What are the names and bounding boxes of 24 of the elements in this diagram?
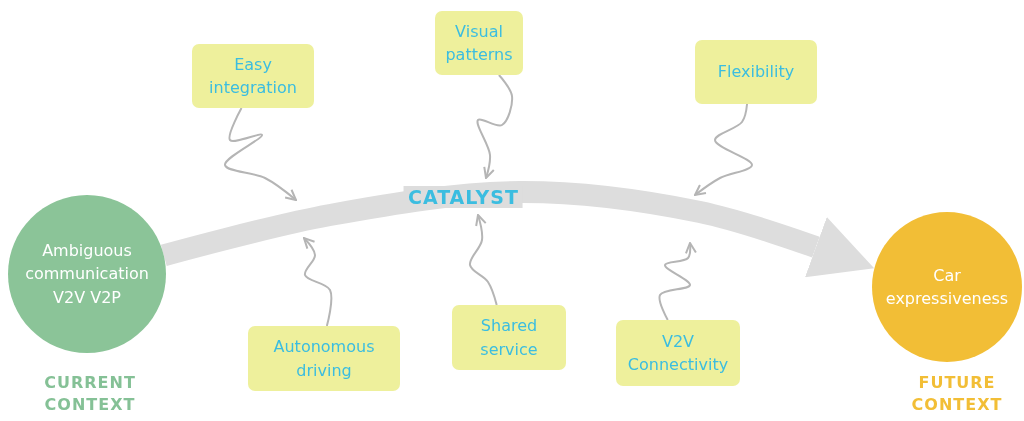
node-text: Shared service	[479, 315, 539, 361]
node-text: Easy integration	[208, 53, 298, 99]
text-box	[452, 305, 566, 370]
squiggle-arrow	[476, 74, 514, 179]
text-box	[435, 11, 523, 75]
squiggle-arrow	[224, 107, 297, 201]
curved-arrow	[160, 181, 875, 278]
context-label: FUTURE CONTEXT	[910, 372, 1004, 416]
text-box	[248, 326, 400, 391]
squiggle-arrow	[303, 237, 333, 327]
text-box	[695, 40, 817, 104]
squiggle-arrow	[468, 214, 498, 306]
node-text: Visual patterns	[444, 20, 514, 66]
node-text: Ambiguous communication V2V V2P	[24, 240, 150, 309]
edge-label: CATALYST	[403, 185, 523, 208]
node-text: Autonomous driving	[272, 336, 376, 382]
squiggle-arrow	[658, 242, 697, 321]
text-box	[616, 320, 740, 386]
context-label: CURRENT CONTEXT	[43, 372, 137, 416]
squiggle-arrow	[694, 103, 753, 196]
node-text: V2V Connectivity	[626, 330, 730, 376]
node-text: Flexibility	[717, 61, 795, 84]
text-box	[192, 44, 314, 108]
node-text: Car expressiveness	[884, 264, 1010, 310]
